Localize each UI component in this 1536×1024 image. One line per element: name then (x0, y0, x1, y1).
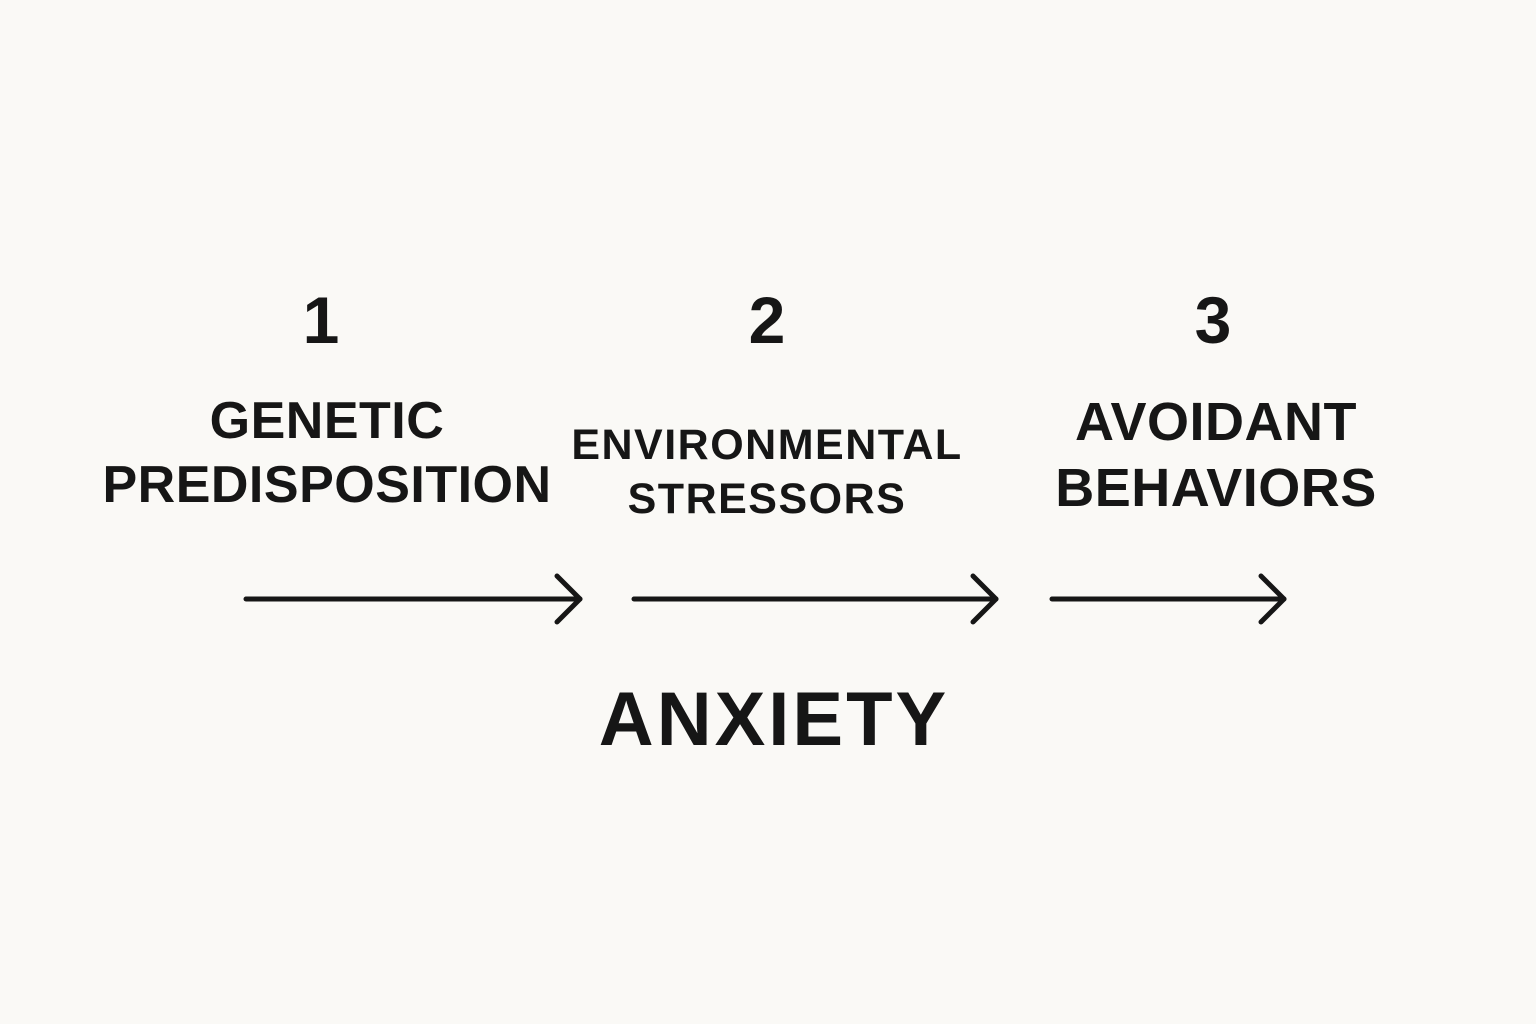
arrow-3-icon (1049, 573, 1287, 625)
outcome-label: ANXIETY (598, 677, 950, 762)
step-1-label: GENETIC PREDISPOSITION (102, 389, 551, 517)
step-1-label-line-2: PREDISPOSITION (102, 456, 552, 514)
step-2-label-line-2: STRESSORS (627, 475, 907, 523)
step-2-label-line-1: ENVIRONMENTAL (571, 421, 963, 469)
step-3-label-line-1: AVOIDANT (1074, 392, 1357, 452)
step-3-label: AVOIDANT BEHAVIORS (1055, 389, 1377, 521)
step-3-label-line-2: BEHAVIORS (1055, 458, 1377, 518)
arrow-2-icon (631, 573, 999, 625)
step-1-label-line-1: GENETIC (209, 392, 445, 450)
step-1-number: 1 (302, 283, 340, 357)
step-3-number: 3 (1194, 283, 1232, 357)
step-2-number: 2 (748, 283, 786, 357)
arrow-1-icon (243, 573, 583, 625)
step-2-label: ENVIRONMENTAL STRESSORS (571, 418, 962, 526)
